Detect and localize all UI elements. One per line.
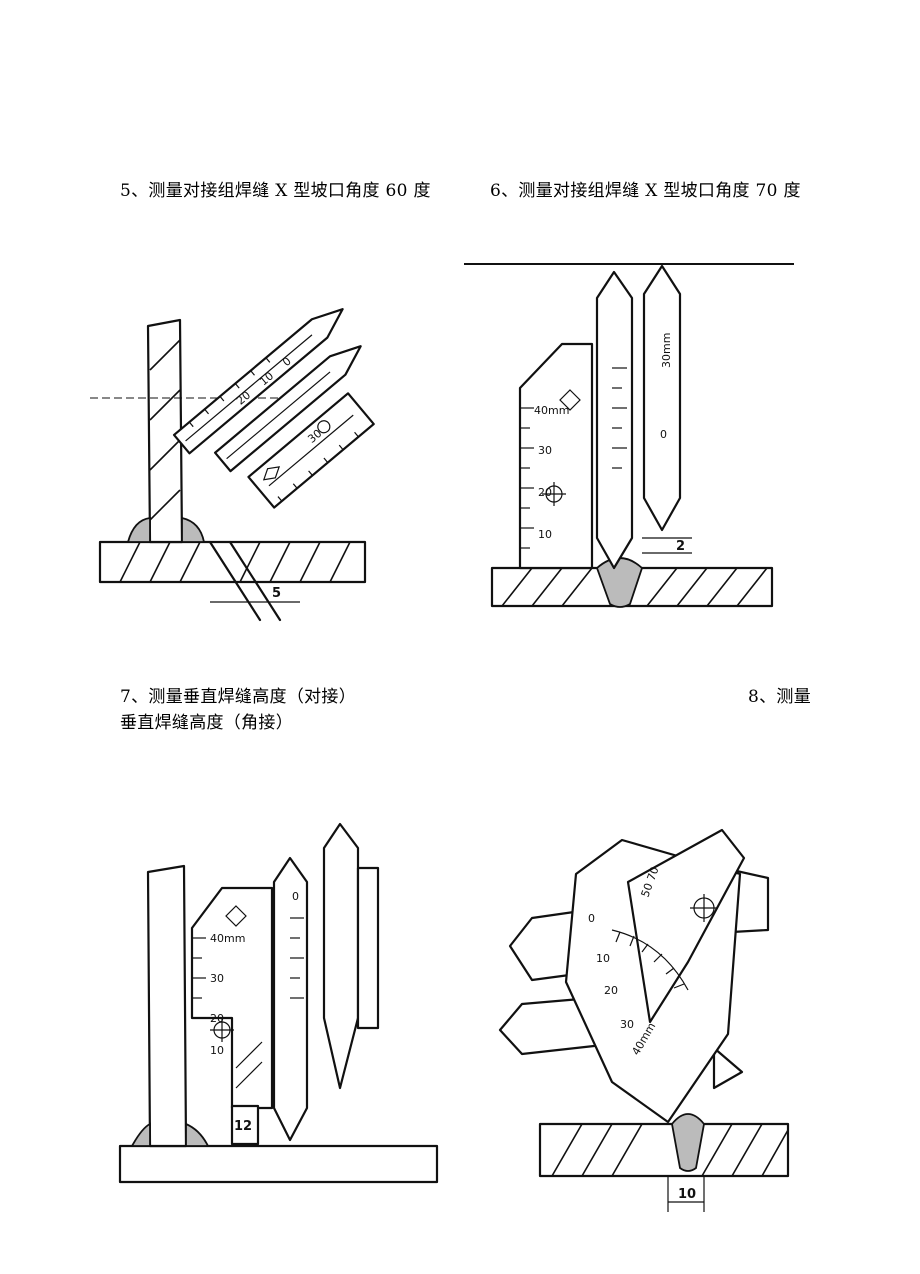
fig7-scale-0: 0 — [292, 890, 299, 903]
caption-fig8-part2: 垂直焊缝高度（角接） — [120, 713, 293, 733]
fig7-scale-40: 40mm — [210, 932, 245, 945]
fig6-scale-mm: 30mm — [660, 333, 673, 368]
caption-fig6: 6、测量对接组焊缝 X 型坡口角度 70 度 — [490, 181, 801, 201]
fig8-dim-label: 10 — [678, 1187, 696, 1202]
caption-fig5: 5、测量对接组焊缝 X 型坡口角度 60 度 — [120, 181, 431, 201]
figure-5-gauge-60deg: 0 10 20 30 5 — [90, 308, 375, 622]
fig8-scale-10: 10 — [596, 952, 610, 965]
fig5-dim-label: 5 — [272, 586, 281, 601]
fig8-scale-0: 0 — [588, 912, 595, 925]
figure-6-gauge-70deg: 10 20 30 40mm 30mm 0 2 — [464, 263, 794, 608]
fig6-scale-40: 40mm — [534, 404, 569, 417]
fig8-scale-30: 30 — [620, 1018, 634, 1031]
figure-7-weld-height-butt: 40mm 30 20 10 0 12 — [118, 822, 439, 1184]
fig6-scale-10: 10 — [538, 528, 552, 541]
fig6-dim-label: 2 — [676, 539, 685, 554]
fig6-scale-30: 30 — [538, 444, 552, 457]
fig7-scale-10: 10 — [210, 1044, 224, 1057]
figure-8-weld-height-fillet: 50 70 0 10 20 30 40mm 10 — [498, 828, 790, 1212]
fig8-scale-20: 20 — [604, 984, 618, 997]
fig7-dim-label: 12 — [234, 1119, 252, 1134]
fig6-scale-0: 0 — [660, 428, 667, 441]
caption-fig7: 7、测量垂直焊缝高度（对接） — [120, 687, 357, 707]
fig7-scale-30: 30 — [210, 972, 224, 985]
caption-fig8-part1: 8、测量 — [748, 687, 812, 707]
fig6-scale-20: 20 — [538, 486, 552, 499]
